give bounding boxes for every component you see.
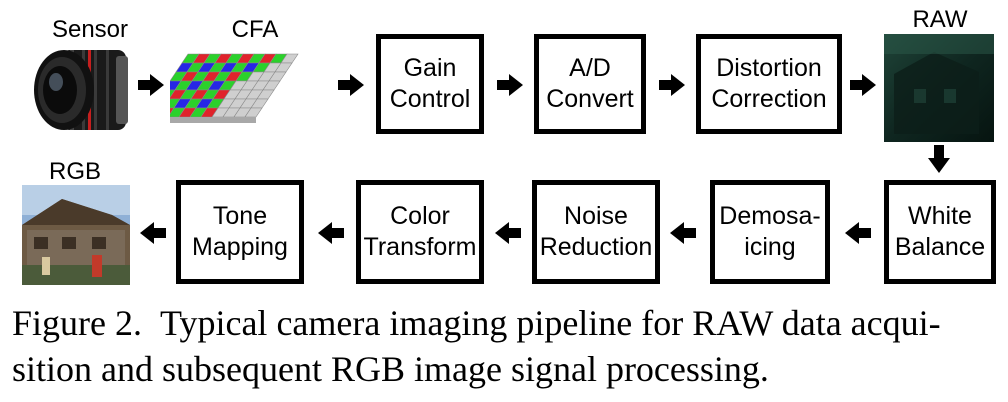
color-transform-line2: Transform	[363, 233, 477, 261]
arrow-left-icon	[845, 222, 871, 244]
figure-caption: Figure 2. Typical camera imaging pipeline…	[12, 300, 1002, 392]
color-transform-line1: Color	[390, 202, 450, 230]
arrow-right-icon	[497, 74, 523, 96]
arrow-left-icon	[140, 222, 166, 244]
white-balance-box: White Balance	[884, 180, 996, 284]
arrow-right-icon	[138, 74, 164, 96]
caption-number: Figure 2.	[12, 303, 142, 343]
caption-line1: Figure 2. Typical camera imaging pipeline…	[12, 300, 1002, 346]
white-balance-line2: Balance	[894, 233, 986, 261]
raw-label: RAW	[912, 6, 968, 33]
cfa-mosaic-image	[170, 53, 299, 123]
arrow-left-icon	[495, 222, 521, 244]
tone-mapping-box: Tone Mapping	[176, 180, 304, 284]
ad-convert-line1: A/D	[569, 54, 611, 82]
distortion-correction-line1: Distortion	[716, 54, 822, 82]
rgb-label: RGB	[48, 158, 101, 185]
arrow-right-icon	[659, 74, 685, 96]
distortion-correction-line2: Correction	[711, 85, 827, 113]
color-transform-box: Color Transform	[356, 180, 484, 284]
white-balance-line1: White	[908, 202, 972, 230]
demosaicing-line2: icing	[744, 233, 796, 261]
ad-convert-box: A/D Convert	[534, 34, 646, 134]
arrow-right-icon	[338, 74, 364, 96]
tone-mapping-line1: Tone	[212, 202, 268, 230]
demosaicing-box: Demosa- icing	[710, 180, 830, 284]
gain-control-box: Gain Control	[376, 34, 484, 134]
rgb-image	[22, 185, 130, 285]
tone-mapping-line2: Mapping	[192, 233, 288, 261]
arrow-down-icon	[928, 145, 950, 173]
gain-control-line1: Gain	[403, 54, 457, 82]
noise-reduction-line2: Reduction	[539, 233, 653, 261]
camera-lens-image	[34, 50, 128, 130]
sensor-label: Sensor	[51, 16, 129, 43]
arrow-left-icon	[318, 222, 344, 244]
cfa-label: CFA	[231, 16, 279, 43]
demosaicing-line1: Demosa-	[719, 202, 821, 230]
noise-reduction-box: Noise Reduction	[532, 180, 660, 284]
caption-text-line1: Typical camera imaging pipeline for RAW …	[160, 303, 941, 343]
arrow-right-icon	[850, 74, 876, 96]
caption-text-line2: sition and subsequent RGB image signal p…	[12, 349, 769, 389]
cfa-base	[170, 117, 256, 123]
arrow-left-icon	[670, 222, 696, 244]
noise-reduction-line1: Noise	[564, 202, 628, 230]
raw-image	[884, 34, 994, 142]
gain-control-line2: Control	[389, 85, 471, 113]
ad-convert-line2: Convert	[546, 85, 634, 113]
distortion-correction-box: Distortion Correction	[696, 34, 842, 134]
